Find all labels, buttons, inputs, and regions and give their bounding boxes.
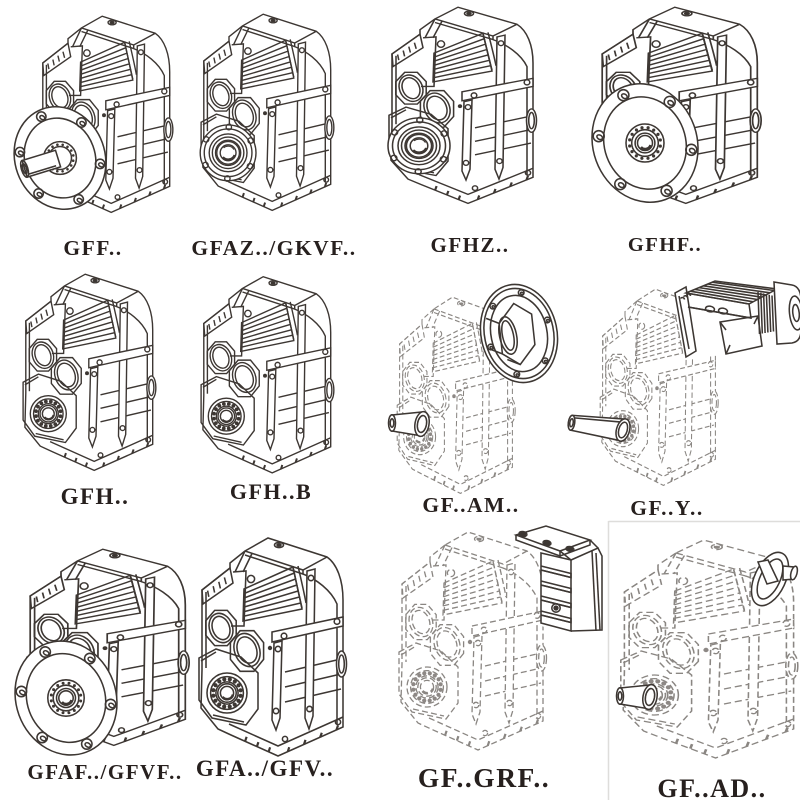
- svg-text:GFAZ../GKVF..: GFAZ../GKVF..: [191, 236, 356, 260]
- svg-text:GFA../GFV..: GFA../GFV..: [196, 756, 334, 781]
- svg-text:GF..Y..: GF..Y..: [630, 496, 703, 520]
- svg-text:GFF..: GFF..: [63, 236, 122, 260]
- svg-text:GFHZ..: GFHZ..: [430, 233, 509, 257]
- svg-text:GFHF..: GFHF..: [628, 234, 702, 256]
- svg-text:GF..GRF..: GF..GRF..: [418, 762, 550, 793]
- svg-text:GF..AM..: GF..AM..: [422, 493, 519, 517]
- svg-text:GFH..B: GFH..B: [230, 479, 312, 504]
- svg-text:GFAF../GFVF..: GFAF../GFVF..: [27, 760, 182, 784]
- svg-text:GFH..: GFH..: [61, 484, 130, 509]
- svg-text:GF..AD..: GF..AD..: [657, 774, 766, 800]
